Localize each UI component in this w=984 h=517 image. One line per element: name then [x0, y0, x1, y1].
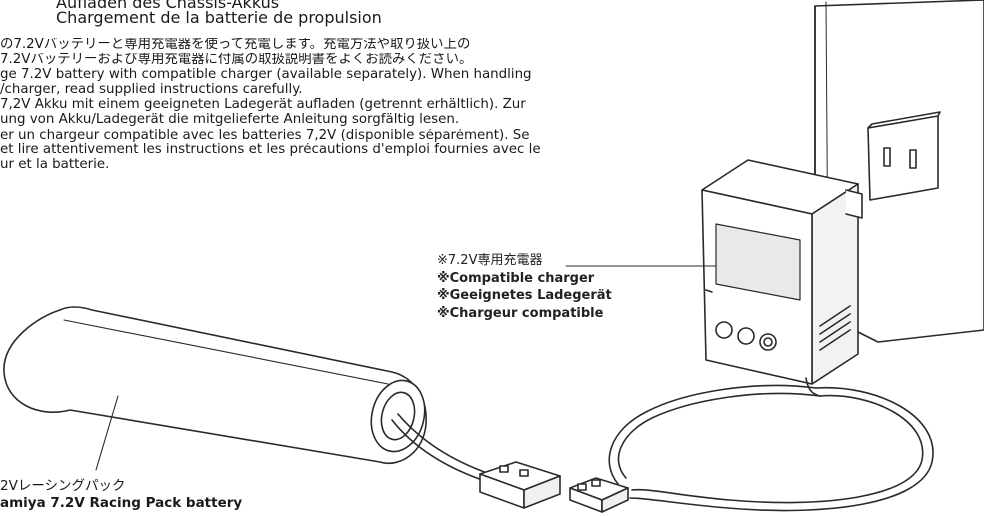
charger-label-en: ※Compatible charger [437, 270, 595, 286]
battery-lead [391, 413, 561, 509]
battery-label-jp: 2Vレーシングパック [0, 478, 126, 494]
instruction-en-line-2: /charger, read supplied instructions car… [0, 82, 303, 97]
heading-french: Chargement de la batterie de propulsion [56, 8, 382, 27]
charger-illustration [701, 159, 863, 397]
instruction-de-line-1: 7,2V Akku mit einem geeigneten Ladegerät… [0, 98, 526, 113]
instruction-fr-line-2: et lire attentivement les instructions e… [0, 143, 541, 158]
charger-label-fr: ※Chargeur compatible [437, 305, 604, 321]
charger-cable [569, 384, 934, 513]
battery-label-en: amiya 7.2V Racing Pack battery [0, 495, 243, 511]
charger-callout: ※7.2V専用充電器 ※Compatible charger ※Geeignet… [437, 252, 612, 322]
instruction-en-line-1: ge 7.2V battery with compatible charger … [0, 68, 532, 83]
instruction-fr-line-3: ur et la batterie. [0, 157, 110, 172]
instruction-jp-line-1: の7.2Vバッテリーと専用充電器を使って充電します。充電方法や取り扱い上の [0, 38, 471, 52]
instruction-jp-line-2: 7.2Vバッテリーおよび専用充電器に付属の取扱説明書をよくお読みください。 [0, 52, 473, 67]
charger-label-jp: ※7.2V専用充電器 [437, 253, 543, 268]
battery-pack-illustration [3, 306, 427, 471]
heading-german: Aufladen des Chassis-Akkus [56, 0, 280, 12]
battery-caption: 2Vレーシングパック amiya 7.2V Racing Pack batter… [0, 478, 242, 512]
instruction-text-block: の7.2Vバッテリーと専用充電器を使って充電します。充電方法や取り扱い上の 7.… [0, 38, 640, 172]
charger-label-de: ※Geeignetes Ladegerät [437, 288, 612, 303]
instruction-fr-line-1: er un chargeur compatible avec les batte… [0, 128, 530, 143]
instruction-de-line-2: ung von Akku/Ladegerät die mitgelieferte… [0, 112, 460, 127]
